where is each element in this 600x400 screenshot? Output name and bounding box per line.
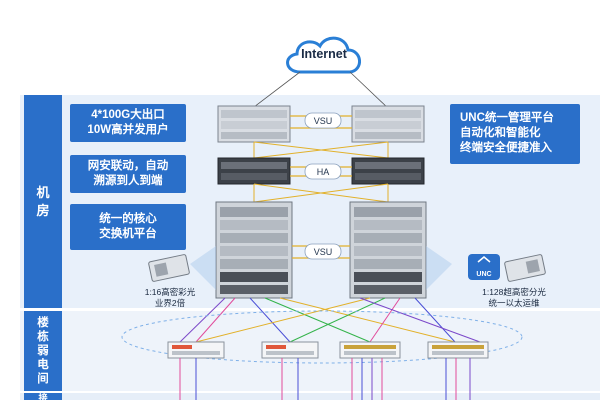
access-device-4 xyxy=(427,341,489,359)
firewall-right xyxy=(351,157,425,185)
fiber-links xyxy=(179,297,481,343)
internet-cloud-icon xyxy=(286,36,361,74)
unc-line-3: 终端安全便捷准入 xyxy=(460,142,552,154)
core-switch-right xyxy=(349,201,427,299)
machine-room-label: 机房 xyxy=(24,95,62,308)
optical-module-left-icon xyxy=(148,254,190,282)
security-line-2: 溯源到人到端 xyxy=(93,175,163,187)
core-line-2: 交换机平台 xyxy=(99,228,157,240)
access-device-2 xyxy=(261,341,319,359)
uplink-callout: 4*100G大出口 10W高并发用户 xyxy=(70,104,186,142)
unc-badge-label: UNC xyxy=(476,271,491,278)
left-module-caption: 1:16高密彩光 业界2倍 xyxy=(130,287,210,309)
right-caption-line-2: 统一以太运维 xyxy=(488,298,540,308)
core-callout: 统一的核心 交换机平台 xyxy=(70,204,186,250)
security-line-1: 网安联动，自动 xyxy=(87,160,169,172)
ha-label: HA xyxy=(317,167,330,177)
ha-pill xyxy=(304,163,342,180)
next-layer-label: 接 xyxy=(24,393,62,400)
left-caption-line-2: 业界2倍 xyxy=(154,298,186,308)
unc-badge-icon: UNC xyxy=(468,254,500,280)
unc-line-2: 自动化和智能化 xyxy=(460,127,541,139)
fiber-ring xyxy=(121,310,523,364)
security-callout: 网安联动，自动 溯源到人到端 xyxy=(70,155,186,193)
vsu-core-pill xyxy=(304,243,342,260)
egress-router-left xyxy=(217,105,291,143)
egress-router-right xyxy=(351,105,425,143)
right-module-caption: 1:128超高密分光 统一以太运维 xyxy=(464,287,564,309)
vsu-top-label: VSU xyxy=(314,116,333,126)
internet-label: Internet xyxy=(301,47,347,61)
vsu-top-pill xyxy=(304,112,342,129)
next-layer-area xyxy=(20,393,600,400)
right-beam xyxy=(426,246,452,290)
firewall-left xyxy=(217,157,291,185)
uplink-line-left xyxy=(249,71,301,111)
core-switch-left xyxy=(215,201,293,299)
uplink-line-2: 10W高并发用户 xyxy=(87,124,169,136)
uplink-line-right xyxy=(349,71,391,111)
uplink-line-1: 4*100G大出口 xyxy=(91,109,165,121)
left-caption-line-1: 1:16高密彩光 xyxy=(144,287,196,297)
building-closet-label: 楼栋弱电间 xyxy=(24,311,62,391)
unc-line-1: UNC统一管理平台 xyxy=(460,112,554,124)
downlinks xyxy=(179,358,471,400)
access-device-1 xyxy=(167,341,225,359)
access-device-3 xyxy=(339,341,401,359)
vsu-core-label: VSU xyxy=(314,247,333,257)
core-line-1: 统一的核心 xyxy=(99,213,157,225)
right-caption-line-1: 1:128超高密分光 xyxy=(482,287,546,297)
left-beam xyxy=(190,246,216,290)
unc-management-panel: UNC统一管理平台 自动化和智能化 终端安全便捷准入 xyxy=(450,104,580,164)
optical-module-right-icon xyxy=(504,254,546,282)
